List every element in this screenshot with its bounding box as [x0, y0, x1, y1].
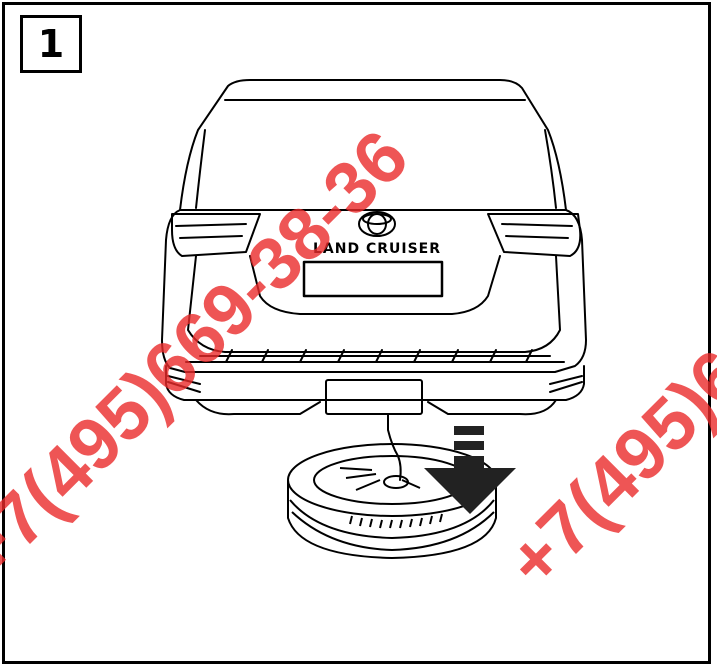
vehicle-badge: LAND CRUISER — [313, 241, 441, 257]
step-number: 1 — [37, 22, 65, 66]
step-number-box: 1 — [20, 15, 82, 73]
toyota-logo-icon — [358, 211, 396, 237]
down-arrow-icon — [424, 426, 516, 514]
vehicle-rear-drawing — [161, 79, 587, 481]
watermark-phone-partial: +7(495)6 — [491, 334, 717, 604]
figure-frame — [2, 2, 711, 664]
